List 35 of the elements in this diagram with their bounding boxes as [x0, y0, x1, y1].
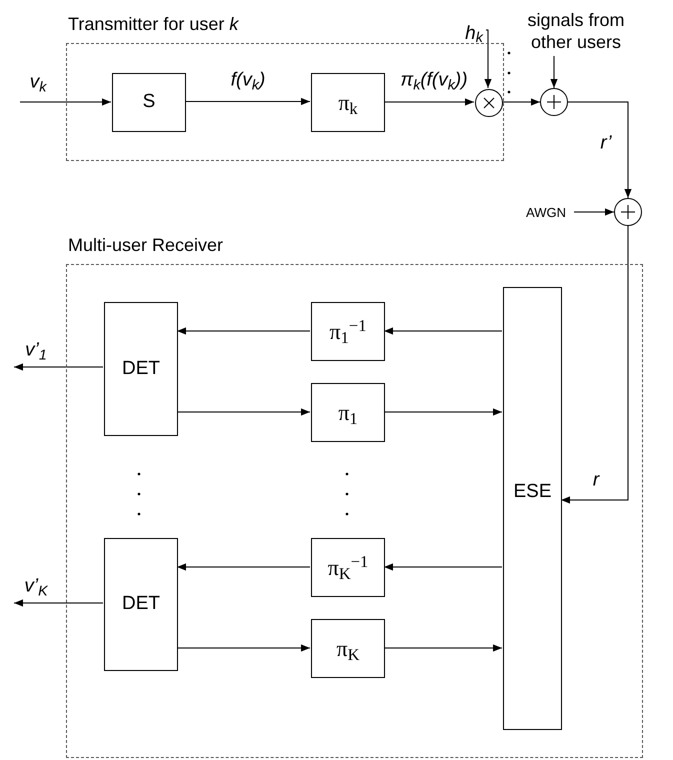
arrow: [20, 98, 112, 106]
signal-label: AWGN: [526, 206, 566, 218]
arrow: [384, 327, 502, 335]
arrow: [14, 599, 104, 607]
arrow: [176, 327, 310, 335]
arrow: [568, 102, 632, 198]
arrow: [560, 226, 628, 504]
arrow: [502, 98, 540, 106]
arrow: [384, 644, 502, 652]
arrow: [384, 98, 474, 106]
detector-box: DET: [104, 538, 178, 671]
arrow: [176, 563, 310, 571]
process-box: S: [112, 73, 186, 132]
group-title: Transmitter for user k: [68, 13, 238, 36]
edge-label: f(v$_{k}$): [230, 70, 266, 90]
arrow: [384, 563, 502, 571]
interleaver-box: π$_{K}$: [311, 619, 385, 678]
interleaver-box: π$_{k}$: [311, 73, 385, 132]
arrow: [184, 98, 310, 106]
arrow: [176, 408, 310, 416]
detector-box: DET: [104, 302, 178, 436]
arrow: [574, 208, 614, 216]
arrow: [176, 644, 310, 652]
arrow: [550, 56, 558, 88]
interleaver-box: π$_{1}$: [311, 383, 385, 442]
edge-label: v’$_{1}$: [24, 340, 48, 360]
edge-label: v’$_{K}$: [23, 576, 49, 596]
group-title: Multi-user Receiver: [68, 234, 224, 257]
signal-label: h$_{k}$: [465, 24, 483, 42]
edge-label: π$_{k}$(f(v$_{k}$)): [399, 70, 469, 90]
arrow: [14, 363, 104, 371]
arrow: [484, 30, 492, 88]
arrow: [384, 408, 502, 416]
signal-label: signals from other users: [526, 9, 626, 53]
estimator-box: ESE: [503, 287, 562, 730]
